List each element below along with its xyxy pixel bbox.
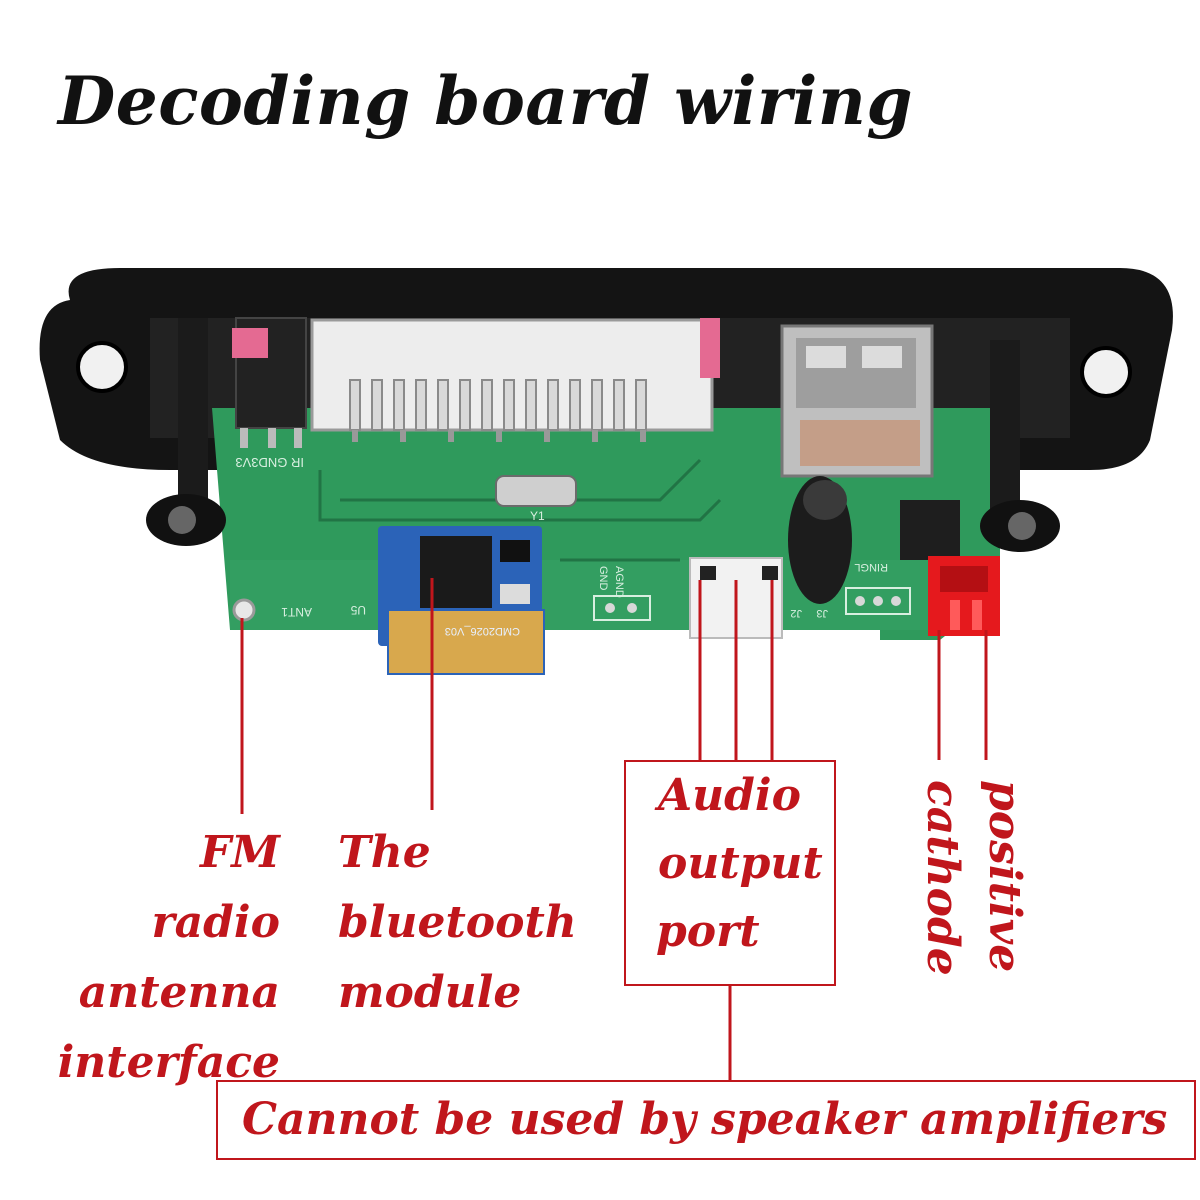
- mounting-hole-right: [1080, 346, 1132, 398]
- label-fm-antenna: FM radio antenna interface: [50, 818, 280, 1098]
- silk-y1: Y1: [530, 509, 545, 523]
- silk-j3: J3: [816, 607, 828, 619]
- silk-u5: U5: [350, 603, 366, 617]
- fm-line-2: radio: [151, 897, 280, 948]
- silk-module: CMD2026_V03: [445, 625, 520, 637]
- audio-output-box: [624, 760, 836, 986]
- label-positive: positive: [979, 780, 1030, 973]
- warning-note: Cannot be used by speaker amplifiers: [216, 1080, 1196, 1160]
- audio-line-3: port: [656, 906, 760, 957]
- fm-line-1: FM: [200, 827, 280, 878]
- crystal-oscillator: [495, 475, 577, 507]
- label-cathode: cathode: [917, 780, 968, 976]
- silk-j2: J2: [790, 607, 802, 619]
- voltage-regulator: [900, 500, 960, 560]
- silk-gnd: GND: [597, 566, 609, 591]
- label-bluetooth-module: The bluetooth module: [338, 818, 577, 1028]
- silk-ant1: ANT1: [281, 605, 312, 619]
- audio-line-2: output: [658, 838, 823, 889]
- bt-line-1: The: [338, 827, 431, 878]
- page-title: Decoding board wiring: [58, 62, 913, 140]
- bt-line-2: bluetooth: [338, 897, 577, 948]
- audio-line-1: Audio: [658, 770, 801, 821]
- fm-antenna-pad: [232, 598, 256, 622]
- silk-agnd: AGND: [613, 566, 625, 598]
- fm-line-3: antenna: [78, 967, 280, 1018]
- bt-line-3: module: [338, 967, 522, 1018]
- fm-line-4: interface: [57, 1037, 280, 1088]
- silk-ringl: RINGL: [854, 561, 888, 573]
- mounting-hole-left: [76, 341, 128, 393]
- silk-ir-gnd3v3: IR GND3V3: [235, 455, 304, 470]
